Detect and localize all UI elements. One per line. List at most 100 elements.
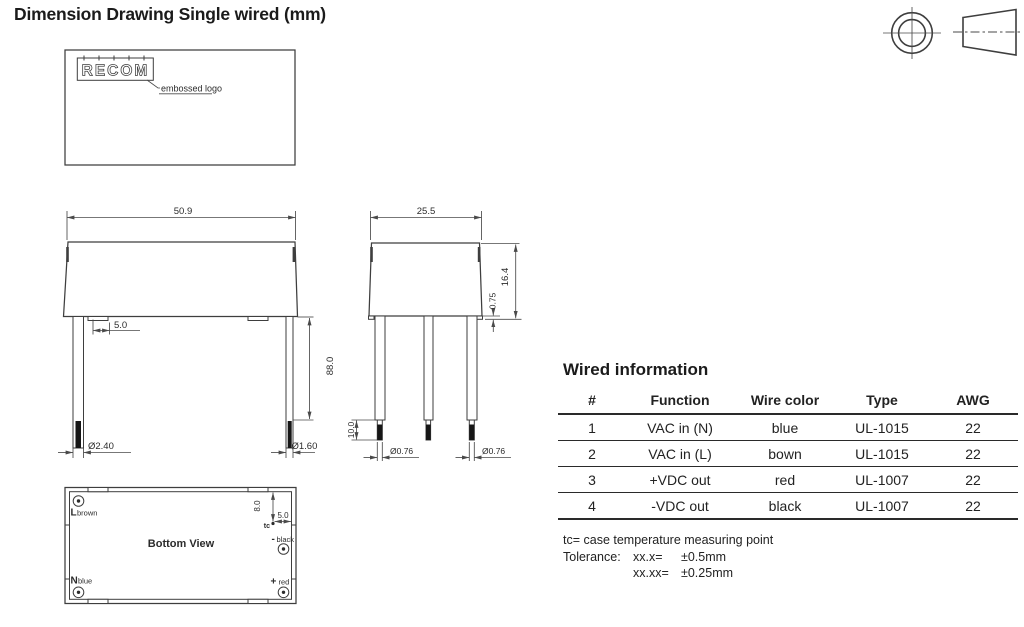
front-wire-dia-right-dim: Ø1.60 bbox=[292, 441, 318, 452]
side-view: 25.5 16.4 0.75 10.0 Ø0.76 bbox=[346, 206, 522, 461]
pin-minus-icon bbox=[277, 543, 290, 555]
pin-minus-color-label: black bbox=[277, 535, 295, 544]
cell-num: 3 bbox=[558, 466, 626, 493]
pin-n-label: N bbox=[71, 576, 78, 587]
cell-function: -VDC out bbox=[626, 492, 734, 520]
side-standoff-dim: 0.75 bbox=[488, 292, 498, 309]
table-header-row: # Function Wire color Type AWG bbox=[558, 391, 1018, 415]
side-width-dim: 25.5 bbox=[417, 206, 436, 217]
front-width-dim: 50.9 bbox=[174, 206, 193, 217]
col-header-num: # bbox=[558, 391, 626, 415]
bottom-view: Bottom View L brown N blue - black + red… bbox=[64, 486, 297, 605]
side-height-dim: 16.4 bbox=[500, 268, 511, 287]
cell-awg: 22 bbox=[928, 466, 1018, 493]
cell-function: +VDC out bbox=[626, 466, 734, 493]
pin-minus-label: - bbox=[272, 534, 275, 545]
front-left-rib bbox=[66, 247, 69, 262]
page-title: Dimension Drawing Single wired (mm) bbox=[14, 4, 326, 24]
side-wire-2 bbox=[423, 315, 434, 421]
tolerance-2-key: xx.xx= bbox=[633, 566, 669, 580]
cell-function: VAC in (N) bbox=[626, 414, 734, 441]
cell-awg: 22 bbox=[928, 440, 1018, 467]
cell-wire-color: blue bbox=[734, 414, 836, 441]
pin-n-color-label: blue bbox=[78, 577, 92, 586]
side-right-rib bbox=[477, 247, 481, 262]
note-tolerance-1: Tolerance:xx.x=±0.5mm bbox=[563, 549, 773, 566]
side-foot-left bbox=[368, 315, 375, 320]
side-wire-dia-2-dim: Ø0.76 bbox=[482, 446, 505, 456]
col-header-type: Type bbox=[836, 391, 928, 415]
cell-type: UL-1015 bbox=[836, 440, 928, 467]
cell-num: 4 bbox=[558, 492, 626, 520]
notes-block: tc= case temperature measuring point Tol… bbox=[563, 532, 773, 582]
table-row: 2 VAC in (L) bown UL-1015 22 bbox=[558, 440, 1018, 467]
front-foot-left bbox=[87, 316, 109, 321]
note-tolerance-2: xx.xx= ±0.25mm bbox=[563, 565, 773, 582]
tc-point bbox=[271, 521, 275, 526]
note-tc: tc= case temperature measuring point bbox=[563, 533, 774, 547]
front-foot-right bbox=[247, 316, 269, 321]
front-wire-left-tip bbox=[75, 421, 81, 448]
projection-symbol bbox=[883, 7, 1023, 59]
front-body-outline bbox=[62, 241, 299, 318]
wired-info-table: # Function Wire color Type AWG 1 VAC in … bbox=[558, 391, 1018, 520]
pin-plus-icon bbox=[277, 586, 290, 599]
table-row: 4 -VDC out black UL-1007 22 bbox=[558, 492, 1018, 520]
tc-label: tc bbox=[264, 523, 270, 530]
front-right-rib bbox=[292, 247, 296, 262]
cell-num: 1 bbox=[558, 414, 626, 441]
bottom-tab-top-right bbox=[247, 487, 269, 493]
logo-box bbox=[76, 57, 154, 81]
side-wire-2-tip bbox=[426, 424, 431, 440]
cell-wire-color: red bbox=[734, 466, 836, 493]
top-view-case-outline bbox=[64, 49, 296, 166]
side-wire-3-tip bbox=[469, 424, 475, 440]
bottom-edge-ticks bbox=[65, 524, 296, 580]
col-header-function: Function bbox=[626, 391, 734, 415]
side-left-rib bbox=[370, 247, 373, 262]
bottom-tab-top-left bbox=[87, 487, 109, 493]
pin-l-label: L bbox=[71, 508, 77, 519]
pin-plus-label: + bbox=[271, 577, 277, 588]
cell-awg: 22 bbox=[928, 414, 1018, 441]
projection-cone-icon bbox=[962, 8, 1017, 56]
cell-num: 2 bbox=[558, 440, 626, 467]
cell-wire-color: bown bbox=[734, 440, 836, 467]
pin-plus-color-label: red bbox=[279, 578, 290, 587]
side-wire-dia-1-dim: Ø0.76 bbox=[390, 446, 413, 456]
bottom-tab-bottom-right bbox=[247, 598, 269, 604]
bottom-view-outer-outline bbox=[64, 486, 297, 605]
logo-leader-line bbox=[146, 79, 160, 89]
bottom-view-title: Bottom View bbox=[148, 538, 215, 550]
embossed-logo-callout: embossed logo bbox=[161, 84, 222, 94]
wired-info-title: Wired information bbox=[563, 360, 709, 379]
table-row: 3 +VDC out red UL-1007 22 bbox=[558, 466, 1018, 493]
pin-l-color-label: brown bbox=[77, 509, 97, 518]
cell-function: VAC in (L) bbox=[626, 440, 734, 467]
front-wire-dia-left-dim: Ø2.40 bbox=[88, 441, 114, 452]
col-header-wire-color: Wire color bbox=[734, 391, 836, 415]
cell-type: UL-1015 bbox=[836, 414, 928, 441]
front-view: 50.9 5.0 88.0 Ø2.40 Ø1.60 bbox=[58, 206, 336, 458]
bottom-dim-5: 5.0 bbox=[277, 511, 289, 520]
front-pin-offset-dim: 5.0 bbox=[114, 320, 127, 331]
tolerance-1-value: ±0.5mm bbox=[681, 549, 727, 564]
bottom-tab-bottom-left bbox=[87, 598, 109, 604]
cell-wire-color: black bbox=[734, 492, 836, 520]
front-wire-right-tip bbox=[287, 421, 292, 448]
top-view: RECOM embossed logo bbox=[64, 49, 296, 166]
cell-awg: 22 bbox=[928, 492, 1018, 520]
side-body-outline bbox=[368, 242, 483, 317]
col-header-awg: AWG bbox=[928, 391, 1018, 415]
side-wire-1-tip bbox=[377, 424, 383, 440]
tolerance-1-key: xx.x= bbox=[633, 549, 663, 564]
pin-n-icon bbox=[72, 586, 85, 599]
tolerance-2-value: ±0.25mm bbox=[681, 566, 734, 580]
pin-l-icon bbox=[72, 495, 85, 507]
logo-tick-marks-icon bbox=[83, 55, 145, 61]
table-row: 1 VAC in (N) blue UL-1015 22 bbox=[558, 414, 1018, 441]
front-wire-length-dim: 88.0 bbox=[325, 357, 336, 376]
side-foot-right bbox=[476, 315, 483, 320]
